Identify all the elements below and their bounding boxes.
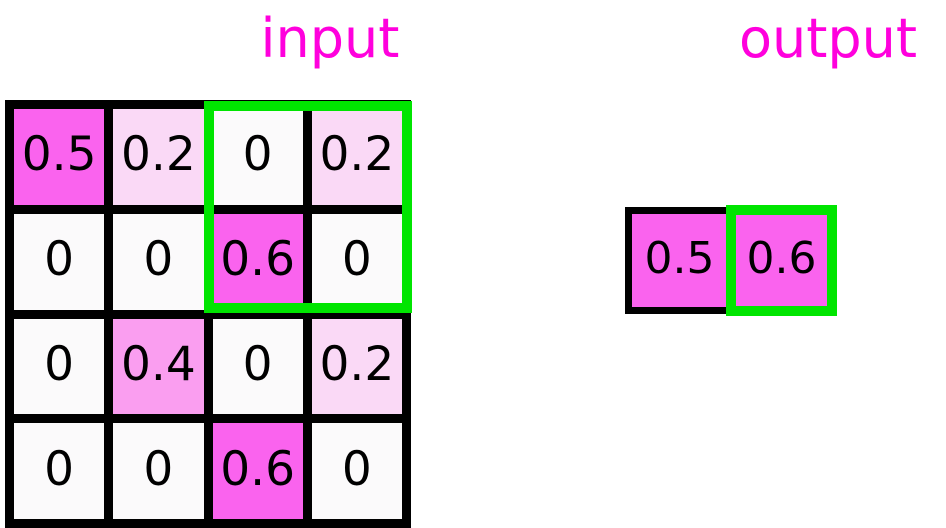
input-matrix-cell-r1-c0: 0 (14, 213, 105, 310)
input-matrix-cell-r1-c3: 0 (311, 213, 402, 310)
input-matrix-cell-r3-c3: 0 (311, 423, 402, 519)
output-matrix: 0.5 0.6 (625, 207, 836, 314)
input-matrix-cell-r2-c0: 0 (14, 318, 105, 415)
cell-value: 0.2 (319, 336, 395, 392)
cell-value: 0 (44, 441, 75, 497)
input-matrix: 0.5 0.2 0 0.2 0 0 0.6 0 0 0.4 0 0.2 0 0 0.6 0 (5, 100, 411, 528)
cell-value: 0.2 (319, 127, 395, 183)
input-matrix-cell-r2-c3: 0.2 (311, 318, 402, 415)
input-matrix-cell-r0-c0: 0.5 (14, 109, 105, 205)
cell-value: 0 (44, 336, 75, 392)
cell-value: 0 (143, 441, 174, 497)
output-title: output (738, 7, 918, 70)
cell-value: 0.6 (220, 441, 295, 497)
input-matrix-cell-r0-c3: 0.2 (311, 109, 402, 205)
cell-value: 0.6 (220, 232, 295, 288)
input-matrix-cell-r0-c1: 0.2 (113, 109, 204, 205)
input-title: input (260, 7, 400, 70)
input-matrix-cell-r1-c1: 0 (113, 213, 204, 310)
cell-value: 0 (242, 336, 273, 392)
output-matrix-cell-r0-c0: 0.5 (632, 214, 727, 307)
input-matrix-cell-r3-c1: 0 (113, 423, 204, 519)
cell-value: 0.2 (121, 127, 196, 183)
cell-value: 0.5 (21, 127, 97, 183)
input-matrix-cell-r3-c0: 0 (14, 423, 105, 519)
input-matrix-cell-r2-c1: 0.4 (113, 318, 204, 415)
cell-value: 0 (143, 232, 174, 288)
cell-value: 0.6 (746, 232, 817, 284)
cell-value: 0 (44, 232, 75, 288)
cell-value: 0.5 (644, 232, 715, 284)
input-matrix-cell-r0-c2: 0 (212, 109, 303, 205)
cell-value: 0 (341, 232, 372, 288)
cell-value: 0 (242, 127, 273, 183)
output-matrix-cell-r0-c1: 0.6 (734, 214, 829, 307)
cell-value: 0 (341, 441, 372, 497)
input-matrix-cell-r1-c2: 0.6 (212, 213, 303, 310)
input-matrix-cell-r2-c2: 0 (212, 318, 303, 415)
cell-value: 0.4 (121, 336, 196, 392)
input-matrix-cell-r3-c2: 0.6 (212, 423, 303, 519)
